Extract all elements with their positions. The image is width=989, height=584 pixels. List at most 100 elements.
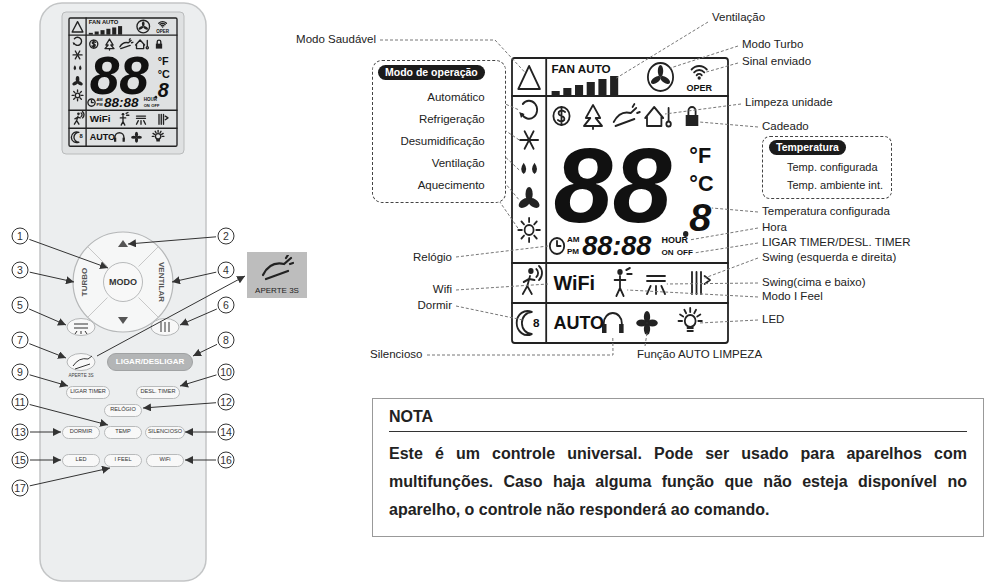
function-label: Swing(cima e baixo) xyxy=(762,277,866,289)
turbo-icon xyxy=(142,21,145,26)
button-text: RELÓGIO xyxy=(110,407,136,413)
clean-button xyxy=(73,356,92,369)
power-button: LIGAR/DESLIGAR xyxy=(107,353,193,371)
callout-arrow xyxy=(143,403,216,408)
cool-icon xyxy=(75,51,80,59)
heat-icon xyxy=(534,222,537,225)
callout-arrow xyxy=(193,344,217,356)
unit-clean-icon xyxy=(666,122,671,127)
function-label: Temperatura configurada xyxy=(762,206,890,218)
item: Ventilação xyxy=(378,152,485,174)
swing-h-button xyxy=(74,324,88,334)
wifi-text: WiFi xyxy=(90,115,111,123)
heat-icon xyxy=(528,218,530,222)
dry-icon xyxy=(532,163,537,174)
swing-h-button xyxy=(67,319,95,336)
clock-icon xyxy=(550,238,564,254)
leader-line xyxy=(427,337,613,355)
leader-line xyxy=(616,22,708,78)
fan-speed-bar xyxy=(598,79,606,95)
led-icon xyxy=(688,328,693,331)
swing-v-button xyxy=(161,322,169,332)
button-text: WiFi xyxy=(159,457,170,463)
callout-number: 6 xyxy=(218,297,235,314)
turbo-icon xyxy=(143,25,149,30)
heat-icon xyxy=(72,95,74,96)
swing-horizontal-icon xyxy=(159,114,168,124)
remote-button: WiFi xyxy=(146,454,184,467)
led-icon xyxy=(698,320,702,322)
signal-icon xyxy=(694,70,704,72)
fan-speed-bar xyxy=(95,32,99,35)
led-icon xyxy=(162,136,164,137)
fan-speed-bar xyxy=(112,27,116,34)
button-text: LIGAR/DESLIGAR xyxy=(116,358,184,366)
leader-line xyxy=(665,104,741,114)
unit-clean-icon xyxy=(146,47,148,49)
leader-line xyxy=(667,283,758,284)
item: Desumidificação xyxy=(378,130,485,152)
led-icon xyxy=(680,315,683,317)
turbo-icon xyxy=(658,65,663,77)
signal-icon xyxy=(161,25,164,27)
function-label: LED xyxy=(762,314,784,326)
function-label: Modo Saudável xyxy=(296,34,376,46)
led-icon xyxy=(159,131,161,133)
callout-arrow xyxy=(128,237,216,244)
lock-icon xyxy=(157,40,161,44)
lcd-frame xyxy=(69,18,177,146)
led-icon xyxy=(157,131,158,133)
callout-number: 11 xyxy=(12,394,29,411)
callout-arrow xyxy=(180,375,216,386)
auto-icon xyxy=(519,112,524,118)
button-text: DORMIR xyxy=(70,429,93,435)
button-text: LIGAR TIMER xyxy=(70,389,106,395)
remote-button: I FEEL xyxy=(104,454,142,467)
heat-icon xyxy=(80,92,81,93)
turbo-icon xyxy=(137,20,150,33)
led-icon xyxy=(685,315,696,327)
heat-icon xyxy=(80,98,81,99)
dial-divider xyxy=(139,247,159,267)
fan-speed-bar xyxy=(106,29,110,35)
item: Temp. ambiente int. xyxy=(769,176,883,194)
callout-number: 5 xyxy=(12,297,29,314)
heat-icon xyxy=(528,238,530,242)
lcd-detail xyxy=(512,58,728,343)
turbo-icon xyxy=(659,74,671,85)
remote-body xyxy=(40,3,206,581)
callout-number: 9 xyxy=(12,364,29,381)
function-label: Modo Turbo xyxy=(742,39,803,51)
remote-lcd xyxy=(69,18,177,146)
function-label: Swing (esquerda e direita) xyxy=(762,252,896,264)
hour-text: HOUR xyxy=(144,98,157,103)
callout-number: 13 xyxy=(12,424,29,441)
sleep-digit: 8 xyxy=(80,134,83,140)
heat-icon xyxy=(74,98,75,99)
lcd-frame xyxy=(512,58,728,343)
function-label: Silencioso xyxy=(370,349,422,361)
signal-icon xyxy=(162,26,164,28)
sensor-icon xyxy=(523,266,542,294)
down-button xyxy=(118,317,128,324)
signal-icon xyxy=(159,22,167,24)
lcd-divider xyxy=(512,58,728,343)
function-label: Cadeado xyxy=(762,121,809,133)
callout-arrow xyxy=(185,460,216,461)
remote-button: RELÓGIO xyxy=(104,404,142,417)
fan-speed-bar xyxy=(563,88,571,95)
heat-icon xyxy=(521,236,524,239)
button-label: VENTILAR xyxy=(157,262,165,302)
heat-icon xyxy=(525,225,534,235)
callout-number: 3 xyxy=(12,262,29,279)
economy-icon xyxy=(92,40,96,48)
leader-line xyxy=(706,63,738,72)
function-label: Hora xyxy=(762,222,787,234)
sleep-icon xyxy=(71,132,79,143)
sleep-icon xyxy=(517,311,532,335)
button-text: TEMP xyxy=(115,429,131,435)
callout-arrow xyxy=(29,309,66,325)
quiet-icon xyxy=(123,138,125,142)
callout-arrow xyxy=(185,432,216,433)
